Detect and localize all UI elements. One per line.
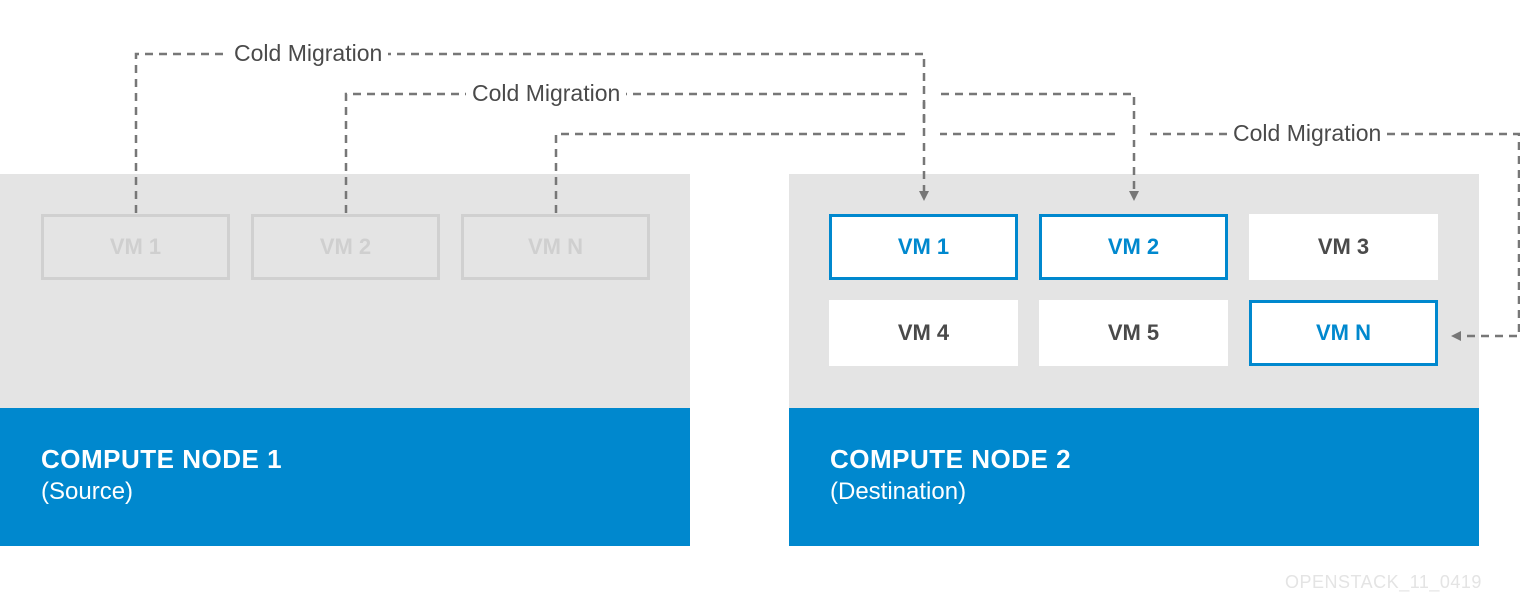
destination-header-bar [789, 408, 1479, 546]
destination-vm-4: VM 4 [829, 300, 1018, 366]
destination-vm-1: VM 1 [829, 214, 1018, 280]
watermark: OPENSTACK_11_0419 [1285, 572, 1482, 592]
destination-vm-2: VM 2 [1039, 214, 1228, 280]
source-header-bar [0, 408, 690, 546]
source-node-title: COMPUTE NODE 1 [41, 444, 283, 474]
destination-vm-area [789, 174, 1479, 408]
destination-vm-n: VM N [1249, 300, 1438, 366]
destination-node-subtitle: (Destination) [830, 478, 967, 505]
destination-vm-3: VM 3 [1249, 214, 1438, 280]
migration-path-vm1 [134, 52, 929, 213]
source-vm-n: VM N [461, 214, 650, 280]
destination-node-title: COMPUTE NODE 2 [830, 444, 1072, 474]
migration-label-3: Cold Migration [1227, 120, 1388, 147]
source-vm-1: VM 1 [41, 214, 230, 280]
migration-path-vmn [554, 132, 1520, 341]
source-node-subtitle: (Source) [41, 478, 134, 505]
migration-label-2: Cold Migration [466, 80, 627, 107]
compute-node-destination: VM 1 VM 2 VM 3 VM 4 VM 5 VM N COMPUTE NO… [789, 174, 1479, 546]
migration-label-1: Cold Migration [228, 40, 389, 67]
source-vm-2: VM 2 [251, 214, 440, 280]
destination-vm-5: VM 5 [1039, 300, 1228, 366]
migration-path-vm2 [344, 92, 1139, 213]
